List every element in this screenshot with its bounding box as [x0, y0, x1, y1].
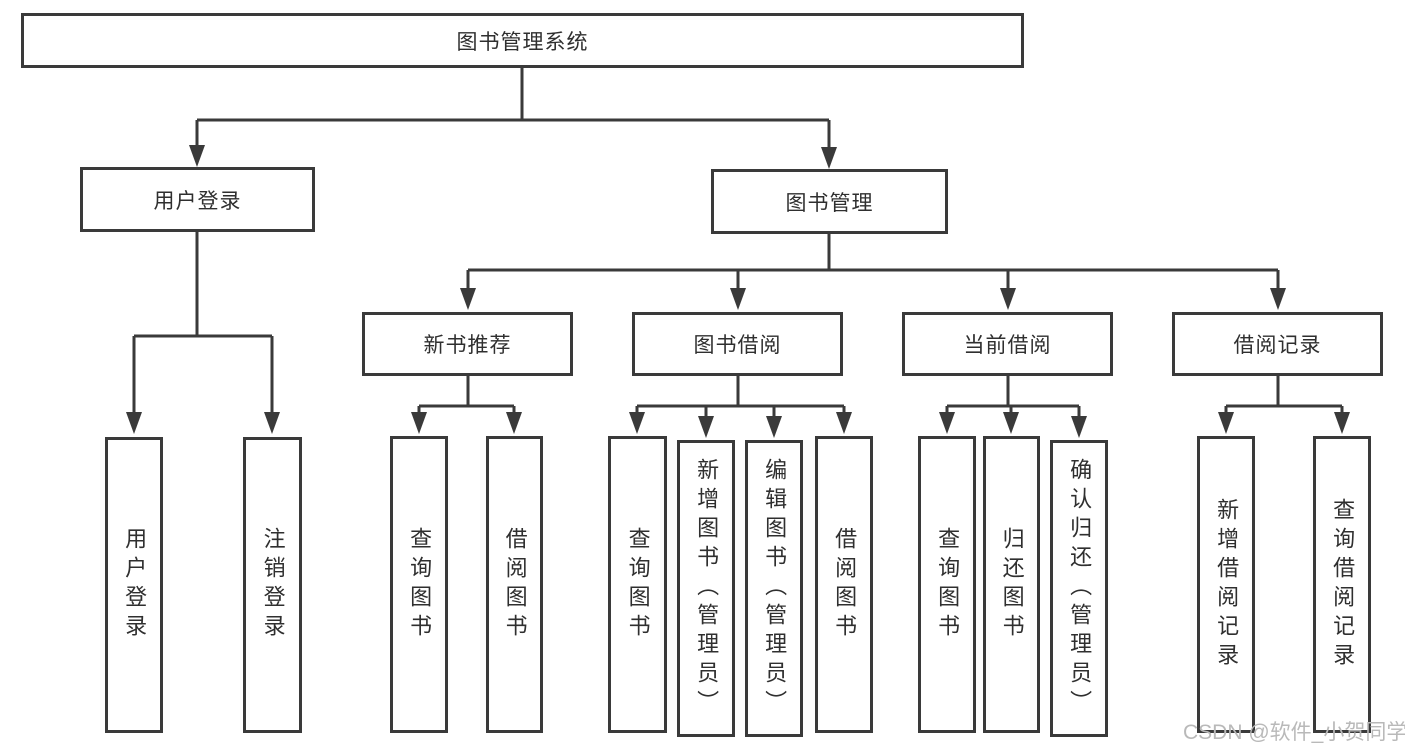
- leaf-nbr-borrow-books: 借阅图书: [486, 436, 543, 733]
- node-label: 确认归还（管理员）: [1067, 458, 1093, 719]
- leaf-user-login: 用户登录: [105, 437, 163, 733]
- leaf-nbr-query-books: 查询图书: [390, 436, 448, 733]
- node-label: 借阅图书: [502, 526, 528, 643]
- node-label: 查询图书: [935, 526, 961, 643]
- leaf-cb-return-books: 归还图书: [983, 436, 1040, 733]
- leaf-bb-edit-books-admin: 编辑图书（管理员）: [745, 440, 803, 737]
- leaf-br-add-borrow-record: 新增借阅记录: [1197, 436, 1255, 733]
- node-label: 图书借阅: [693, 334, 782, 357]
- node-label: 图书管理: [785, 191, 874, 215]
- node-label: 查询借阅记录: [1330, 497, 1356, 672]
- node-label: 归还图书: [999, 526, 1025, 643]
- node-label: 查询图书: [625, 526, 651, 643]
- csdn-watermark: CSDN @软件_小贺同学: [1183, 721, 1405, 744]
- node-label: 当前借阅: [963, 334, 1052, 357]
- node-label: 注销登录: [260, 527, 286, 643]
- node-label: 借阅图书: [832, 526, 858, 643]
- node-label: 新增借阅记录: [1214, 497, 1240, 672]
- node-label: 查询图书: [407, 526, 433, 643]
- node-label: 用户登录: [153, 189, 242, 213]
- node-book-borrowing: 图书借阅: [632, 312, 843, 376]
- node-label: 编辑图书（管理员）: [762, 458, 788, 719]
- node-library-system: 图书管理系统: [21, 13, 1024, 68]
- node-user-login: 用户登录: [80, 167, 315, 232]
- node-label: 借阅记录: [1233, 334, 1322, 357]
- leaf-cb-query-books: 查询图书: [918, 436, 976, 733]
- leaf-cb-confirm-return-admin: 确认归还（管理员）: [1050, 440, 1108, 737]
- node-book-management: 图书管理: [711, 169, 948, 234]
- leaf-logout: 注销登录: [243, 437, 302, 733]
- node-label: 新书推荐: [423, 334, 512, 357]
- node-label: 用户登录: [122, 527, 148, 643]
- node-current-borrowing: 当前借阅: [902, 312, 1113, 376]
- leaf-bb-query-books: 查询图书: [608, 436, 667, 733]
- leaf-bb-borrow-books: 借阅图书: [815, 436, 873, 733]
- node-borrowing-records: 借阅记录: [1172, 312, 1383, 376]
- node-new-book-recommend: 新书推荐: [362, 312, 573, 376]
- leaf-br-query-borrow-record: 查询借阅记录: [1313, 436, 1371, 733]
- node-label: 图书管理系统: [456, 30, 589, 54]
- node-label: 新增图书（管理员）: [694, 458, 720, 719]
- leaf-bb-add-books-admin: 新增图书（管理员）: [677, 440, 735, 737]
